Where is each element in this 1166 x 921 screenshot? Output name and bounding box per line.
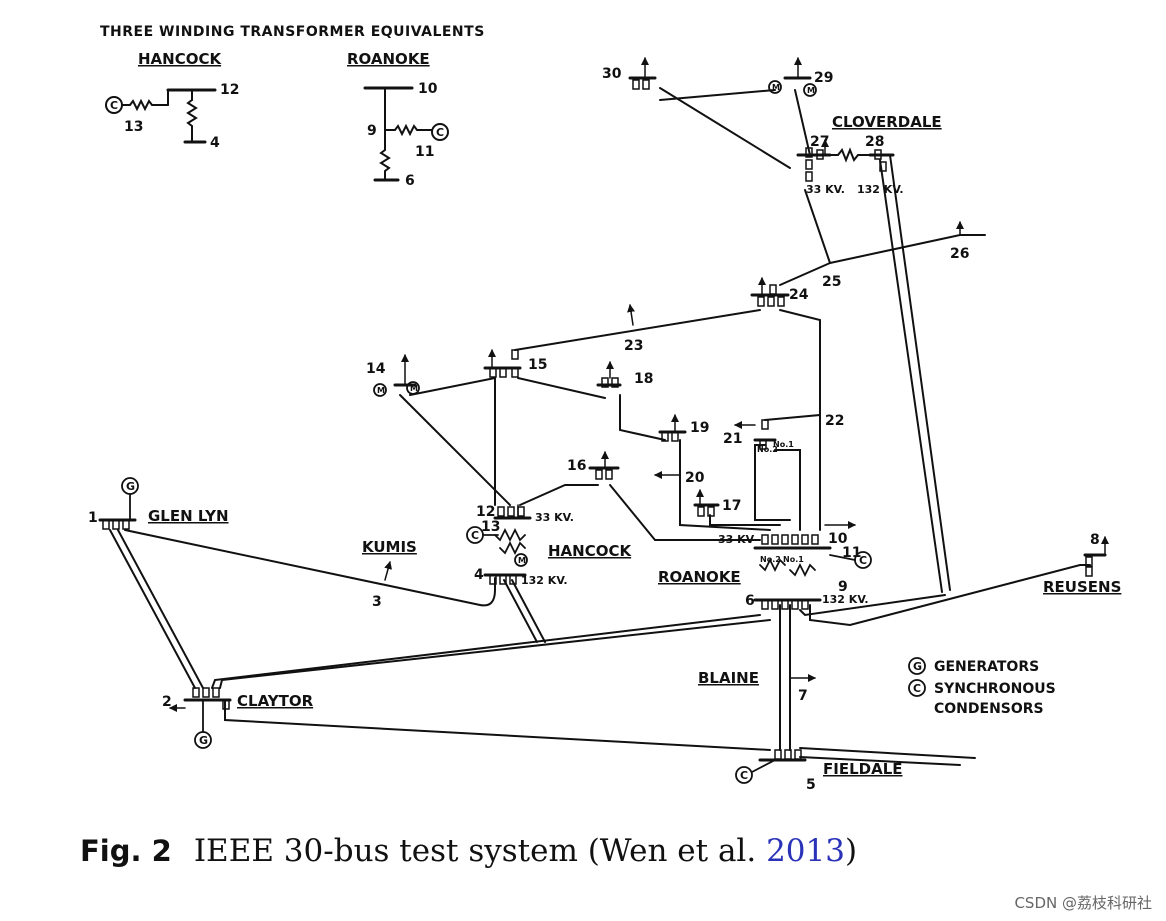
svg-text:G: G	[126, 480, 135, 493]
caption-close: )	[844, 833, 858, 869]
svg-text:M: M	[518, 556, 526, 565]
svg-text:12: 12	[220, 82, 239, 98]
station-roanoke: ROANOKE	[658, 568, 741, 586]
svg-text:20: 20	[685, 470, 705, 486]
svg-text:13: 13	[124, 119, 143, 135]
svg-text:4: 4	[474, 567, 484, 583]
hancock-equivalent	[105, 88, 217, 144]
svg-text:G: G	[199, 734, 208, 747]
svg-text:G: G	[913, 660, 922, 673]
svg-text:9: 9	[367, 123, 377, 139]
figure-number: Fig. 2	[80, 834, 172, 868]
loads	[169, 57, 1109, 712]
svg-text:7: 7	[798, 688, 808, 704]
svg-text:15: 15	[528, 357, 547, 373]
breakers	[102, 79, 1093, 760]
svg-text:14: 14	[366, 361, 386, 377]
svg-text:11: 11	[842, 545, 861, 561]
svg-text:28: 28	[865, 134, 884, 150]
svg-text:5: 5	[806, 777, 816, 793]
roanoke-equivalent	[363, 86, 449, 182]
svg-text:16: 16	[567, 458, 586, 474]
station-hancock: HANCOCK	[548, 542, 632, 560]
diagram-labels: THREE WINDING TRANSFORMER EQUIVALENTS HA…	[88, 24, 1121, 793]
station-blaine: BLAINE	[698, 669, 759, 687]
svg-text:23: 23	[624, 338, 643, 354]
svg-text:17: 17	[722, 498, 741, 514]
svg-text:C: C	[471, 529, 479, 542]
svg-text:132 KV.: 132 KV.	[521, 574, 568, 587]
svg-text:C: C	[859, 554, 867, 567]
svg-text:21: 21	[723, 431, 742, 447]
svg-text:33 KV.: 33 KV.	[806, 183, 845, 196]
svg-text:C: C	[740, 769, 748, 782]
svg-text:1: 1	[88, 510, 98, 526]
svg-text:M: M	[410, 384, 418, 393]
figure-caption: Fig. 2 IEEE 30-bus test system (Wen et al…	[80, 833, 857, 869]
svg-text:4: 4	[210, 135, 220, 151]
station-cloverdale: CLOVERDALE	[832, 113, 942, 131]
svg-text:24: 24	[789, 287, 809, 303]
svg-text:26: 26	[950, 246, 969, 262]
svg-text:9: 9	[838, 579, 848, 595]
station-kumis: KUMIS	[362, 538, 417, 556]
svg-text:18: 18	[634, 371, 653, 387]
svg-text:12: 12	[476, 504, 495, 520]
svg-text:10: 10	[418, 81, 438, 97]
svg-text:22: 22	[825, 413, 844, 429]
svg-text:C: C	[110, 99, 118, 112]
legend: G GENERATORS C SYNCHRONOUS CONDENSORS	[908, 657, 1056, 717]
svg-text:27: 27	[810, 134, 829, 150]
svg-text:No.1: No.1	[783, 555, 804, 564]
machines	[121, 80, 872, 784]
legend-condensers: SYNCHRONOUS	[934, 681, 1056, 697]
svg-text:3: 3	[372, 594, 382, 610]
svg-text:33 KV: 33 KV	[718, 533, 755, 546]
svg-text:13: 13	[481, 519, 500, 535]
svg-text:29: 29	[814, 70, 833, 86]
svg-text:2: 2	[162, 694, 172, 710]
svg-text:132 KV.: 132 KV.	[822, 593, 869, 606]
svg-text:M: M	[807, 86, 815, 95]
svg-text:6: 6	[745, 593, 755, 609]
svg-text:CONDENSORS: CONDENSORS	[934, 701, 1044, 717]
svg-text:19: 19	[690, 420, 709, 436]
station-claytor: CLAYTOR	[237, 692, 314, 710]
svg-text:30: 30	[602, 66, 622, 82]
title: THREE WINDING TRANSFORMER EQUIVALENTS	[100, 24, 485, 40]
equiv-hancock-title: HANCOCK	[138, 50, 222, 68]
svg-text:33 KV.: 33 KV.	[535, 511, 574, 524]
svg-text:10: 10	[828, 531, 848, 547]
bus-bars	[98, 76, 1107, 762]
svg-text:132 KV.: 132 KV.	[857, 183, 904, 196]
svg-text:M: M	[377, 386, 385, 395]
watermark: CSDN @荔枝科研社	[1014, 894, 1152, 912]
svg-text:No.2: No.2	[757, 445, 778, 454]
svg-text:6: 6	[405, 173, 415, 189]
svg-text:11: 11	[415, 144, 434, 160]
citation-link[interactable]: 2013	[766, 833, 845, 869]
svg-text:8: 8	[1090, 532, 1100, 548]
svg-text:C: C	[913, 682, 921, 695]
svg-text:No.1: No.1	[773, 440, 794, 449]
station-glen-lyn: GLEN LYN	[148, 507, 229, 525]
svg-text:25: 25	[822, 274, 841, 290]
caption-text: IEEE 30-bus test system (Wen et al.	[193, 833, 767, 869]
svg-text:M: M	[772, 83, 780, 92]
station-reusens: REUSENS	[1043, 578, 1121, 596]
svg-text:C: C	[436, 126, 444, 139]
station-fieldale: FIELDALE	[823, 760, 903, 778]
legend-generators: GENERATORS	[934, 659, 1039, 675]
equiv-roanoke-title: ROANOKE	[347, 50, 430, 68]
svg-text:No.2: No.2	[760, 555, 781, 564]
